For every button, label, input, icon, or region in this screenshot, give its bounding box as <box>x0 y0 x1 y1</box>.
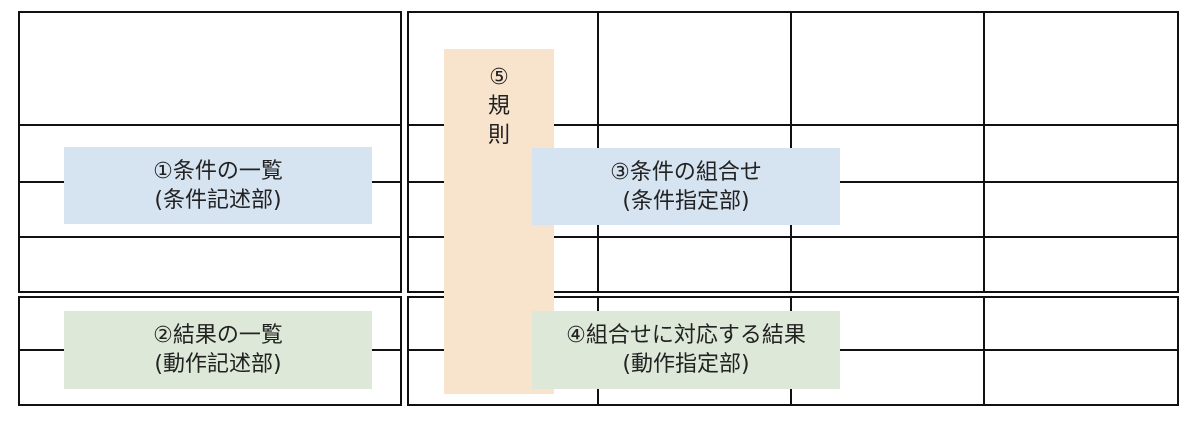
result-list-label: ②結果の一覧 (動作記述部) <box>64 311 372 389</box>
condition-entry-section <box>407 11 1179 293</box>
rule-label-char2: 則 <box>487 123 510 148</box>
rule-label-char1: 規 <box>487 94 510 119</box>
result-list-title: ②結果の一覧 <box>153 323 283 348</box>
condition-stub-section <box>18 11 402 293</box>
grid-line <box>18 236 402 238</box>
result-list-subtitle: (動作記述部) <box>154 352 282 377</box>
condition-list-title: ①条件の一覧 <box>153 158 283 184</box>
action-entry-section <box>407 296 1179 406</box>
combination-result-label: ④組合せに対応する結果 (動作指定部) <box>532 311 840 389</box>
action-stub-section <box>18 296 402 406</box>
condition-list-label: ①条件の一覧 (条件記述部) <box>64 147 372 224</box>
grid-line <box>407 236 1179 238</box>
grid-line <box>18 124 402 126</box>
rule-label-number: ⑤ <box>489 65 509 90</box>
grid-line <box>407 124 1179 126</box>
condition-combination-label: ③条件の組合せ (条件指定部) <box>532 148 840 225</box>
combination-result-subtitle: (動作指定部) <box>622 352 750 377</box>
condition-list-subtitle: (条件記述部) <box>154 187 282 213</box>
combination-result-title: ④組合せに対応する結果 <box>566 323 806 348</box>
condition-combination-title: ③条件の組合せ <box>610 159 762 185</box>
grid-line <box>983 11 985 293</box>
grid-line <box>983 296 985 406</box>
condition-combination-subtitle: (条件指定部) <box>622 188 750 214</box>
